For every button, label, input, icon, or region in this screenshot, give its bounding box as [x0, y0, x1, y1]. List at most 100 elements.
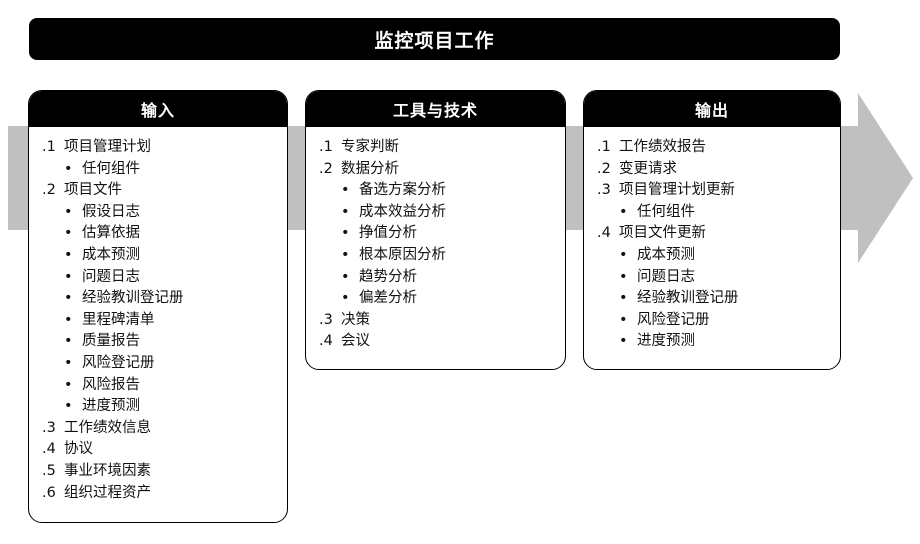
list-item: .4 项目文件更新 [597, 223, 840, 245]
bullet-icon: • [341, 268, 350, 285]
sub-item: •根本原因分析 [319, 245, 565, 267]
sub-item: • 风险登记册 [597, 310, 840, 332]
bullet-icon: • [619, 290, 628, 307]
list-item: .1 项目管理计划 [42, 137, 287, 159]
bullet-icon: • [64, 376, 73, 393]
bullet-icon: • [64, 160, 73, 177]
sub-item-label: 问题日志 [637, 268, 695, 285]
item-number: .5 [42, 462, 56, 479]
sub-item-label: 成本预测 [82, 246, 140, 263]
item-number: .4 [319, 333, 333, 350]
bullet-icon: • [341, 182, 350, 199]
bullet-icon: • [619, 203, 628, 220]
list-item: .1 工作绩效报告 [597, 137, 840, 159]
sub-item-label: 假设日志 [82, 203, 140, 220]
item-label: 工作绩效报告 [619, 139, 706, 155]
sub-item: • 备选方案分析 [319, 180, 565, 202]
item-label: 项目管理计划 [64, 139, 151, 155]
sub-item-label: 任何组件 [82, 160, 140, 177]
bullet-icon: • [341, 225, 350, 242]
item-number: .4 [42, 441, 56, 458]
sub-item-label: 成本预测 [637, 246, 695, 263]
sub-item-label: 进度预测 [82, 398, 140, 415]
sub-item: •问题日志 [42, 267, 287, 289]
sub-item-label: 进度预测 [637, 333, 695, 350]
list-item: .2 项目文件 [42, 180, 287, 202]
list-item: .4 会议 [319, 331, 565, 353]
sub-item: • 假设日志 [42, 202, 287, 224]
item-label: 会议 [341, 333, 370, 350]
sub-item: • 挣值分析 [319, 223, 565, 245]
sub-item-label: 经验教训登记册 [637, 290, 739, 307]
sub-item: • 任何组件 [42, 159, 287, 181]
sub-item-label: 备选方案分析 [359, 182, 446, 199]
item-label: 项目文件更新 [619, 225, 706, 242]
item-label: 决策 [341, 311, 370, 328]
sub-item-label: 任何组件 [637, 203, 695, 220]
item-label: 数据分析 [341, 160, 399, 177]
bullet-icon: • [64, 333, 73, 350]
bullet-icon: • [64, 290, 73, 307]
sub-item: • 成本效益分析 [319, 202, 565, 224]
sub-item: • 成本预测 [42, 245, 287, 267]
item-label: 专家判断 [341, 139, 399, 155]
sub-item: • 进度预测 [42, 396, 287, 418]
bullet-icon: • [64, 398, 73, 415]
bullet-icon: • [619, 268, 628, 285]
bullet-icon: • [64, 246, 73, 263]
sub-item: •风险报告 [42, 375, 287, 397]
sub-item-label: 经验教训登记册 [82, 290, 184, 307]
inputs-heading: 输入 [29, 91, 287, 127]
item-label: 项目文件 [64, 182, 122, 199]
item-number: .2 [319, 160, 333, 177]
bullet-icon: • [64, 354, 73, 371]
sub-item: • 问题日志 [597, 267, 840, 289]
sub-item-label: 风险登记册 [637, 311, 710, 328]
sub-item: •里程碑清单 [42, 310, 287, 332]
sub-item: • 偏差分析 [319, 288, 565, 310]
item-number: .1 [597, 139, 611, 155]
bullet-icon: • [64, 311, 73, 328]
bullet-icon: • [64, 225, 73, 242]
list-item: .3 工作绩效信息 [42, 418, 287, 440]
list-item: .2 数据分析 [319, 159, 565, 181]
item-number: .2 [42, 182, 56, 199]
item-label: 变更请求 [619, 160, 677, 177]
bullet-icon: • [619, 311, 628, 328]
sub-item: • 估算依据 [42, 223, 287, 245]
sub-item-label: 估算依据 [82, 225, 140, 242]
bullet-icon: • [341, 290, 350, 307]
tools-heading: 工具与技术 [306, 91, 565, 127]
sub-item-label: 根本原因分析 [359, 246, 446, 263]
bullet-icon: • [64, 203, 73, 220]
bullet-icon: • [619, 246, 628, 263]
process-title: 监控项目工作 [29, 18, 840, 60]
item-number: .3 [42, 419, 56, 436]
bullet-icon: • [619, 333, 628, 350]
item-number: .1 [42, 139, 56, 155]
sub-item: • 任何组件 [597, 202, 840, 224]
item-label: 工作绩效信息 [64, 419, 151, 436]
item-number: .4 [597, 225, 611, 242]
sub-item: •趋势分析 [319, 267, 565, 289]
outputs-heading: 输出 [584, 91, 840, 127]
sub-item-label: 成本效益分析 [359, 203, 446, 220]
inputs-box: 输入 .1 项目管理计划 • 任何组件 .2 项目文件 • 假设日志 • 估算依据 • 成本预测 •问题… [28, 90, 288, 523]
item-label: 事业环境因素 [64, 462, 151, 479]
sub-item-label: 挣值分析 [359, 225, 417, 242]
sub-item: • 成本预测 [597, 245, 840, 267]
bullet-icon: • [341, 203, 350, 220]
sub-item-label: 质量报告 [82, 333, 140, 350]
sub-item-label: 偏差分析 [359, 290, 417, 307]
item-label: 组织过程资产 [64, 484, 151, 501]
